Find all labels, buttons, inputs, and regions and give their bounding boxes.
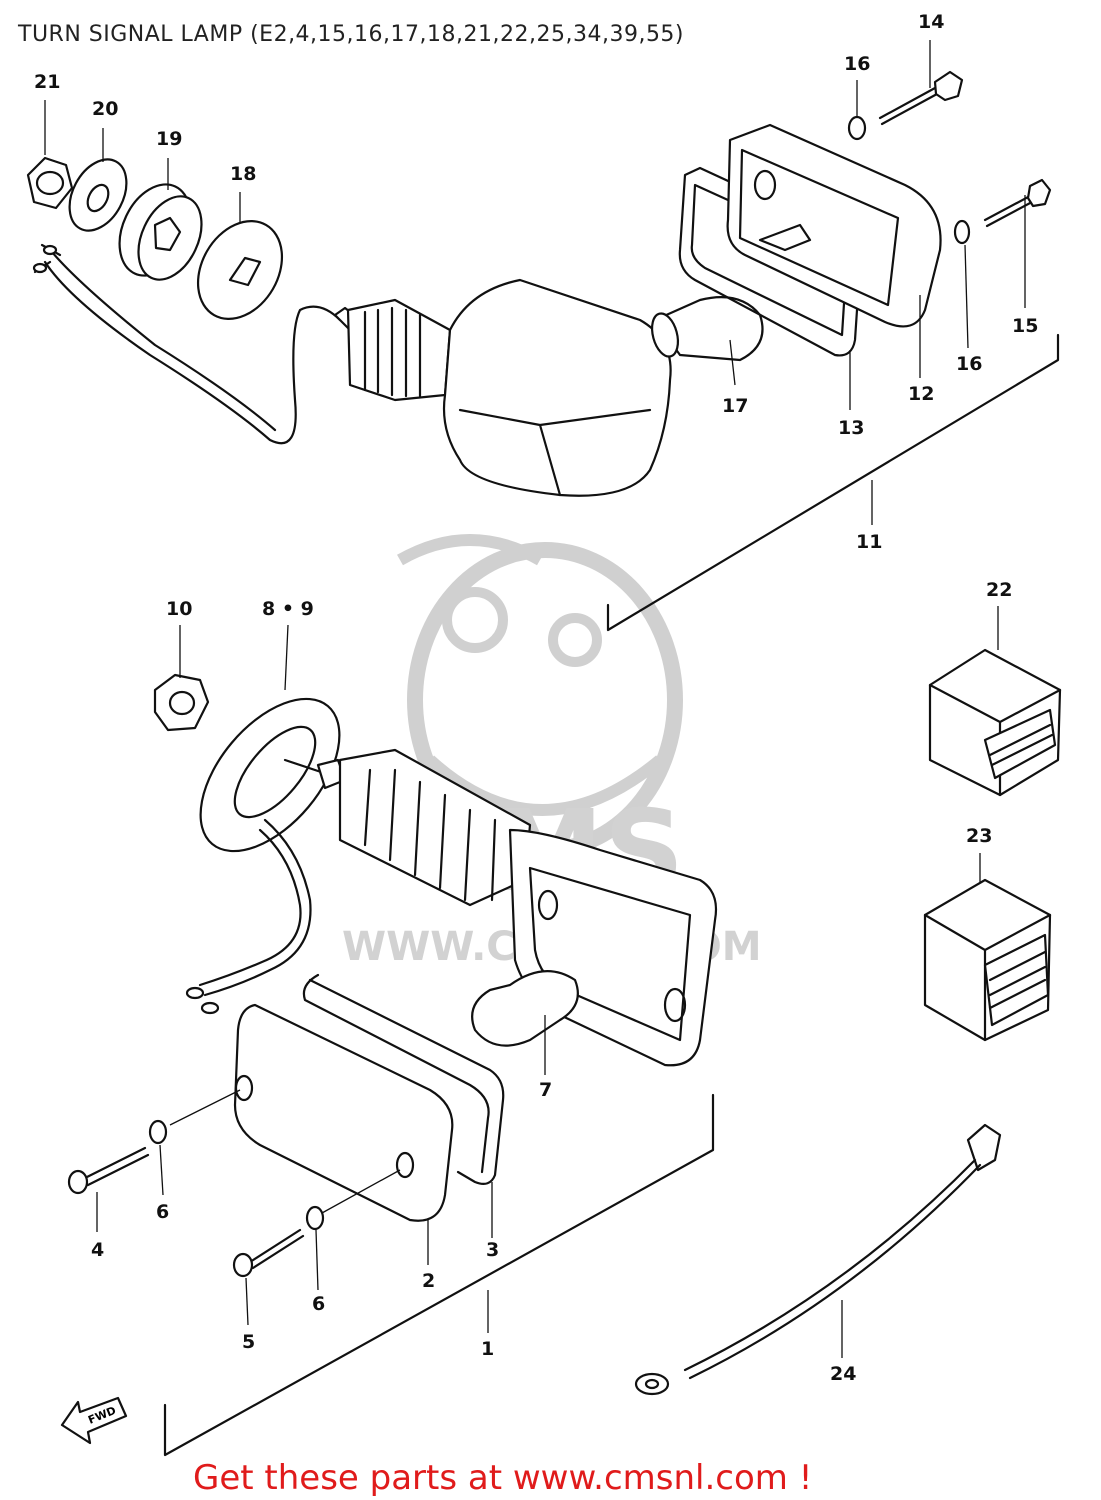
- label-13: 13: [838, 417, 864, 439]
- part-number-labels: 21 20 19 18 14 16 15 16 12 13 17 11 10 8…: [34, 11, 1038, 1385]
- upper-lamp-housing[interactable]: [333, 278, 672, 497]
- label-8-9: 8 • 9: [262, 598, 314, 620]
- part-7-bulb[interactable]: [471, 970, 579, 1047]
- part-22-relay[interactable]: [928, 648, 1062, 797]
- part-19-grommet[interactable]: [106, 173, 214, 290]
- upper-lamp-wire: [43, 260, 342, 445]
- label-7: 7: [539, 1079, 552, 1101]
- label-4: 4: [91, 1239, 104, 1261]
- assembly-11-bracket: [606, 333, 1060, 632]
- label-16-top: 16: [844, 53, 870, 75]
- part-14-screw[interactable]: [878, 70, 964, 126]
- part-12-lens[interactable]: [726, 123, 942, 328]
- part-17-bulb[interactable]: [648, 296, 764, 362]
- label-21: 21: [34, 71, 60, 93]
- label-15: 15: [1012, 315, 1038, 337]
- part-24-ground-wire[interactable]: [634, 1123, 1002, 1396]
- part-6-washer-lower[interactable]: [305, 1205, 325, 1231]
- label-17: 17: [722, 395, 748, 417]
- lower-lamp-wire: [203, 818, 312, 997]
- footer-promo-link[interactable]: Get these parts at www.cmsnl.com !: [193, 1458, 813, 1498]
- part-6-washer-upper[interactable]: [148, 1119, 168, 1145]
- label-11: 11: [856, 531, 882, 553]
- label-2: 2: [422, 1270, 435, 1292]
- label-19: 19: [156, 128, 182, 150]
- label-5: 5: [242, 1331, 255, 1353]
- part-3-gasket[interactable]: [308, 978, 505, 1185]
- part-5-screw[interactable]: [232, 1228, 305, 1278]
- label-10: 10: [166, 598, 192, 620]
- part-2-lens[interactable]: [233, 1003, 454, 1222]
- label-14: 14: [918, 11, 944, 33]
- part-23-relay[interactable]: [923, 878, 1052, 1042]
- label-1: 1: [481, 1338, 494, 1360]
- label-23: 23: [966, 825, 992, 847]
- part-20-washer[interactable]: [58, 150, 138, 241]
- label-16-side: 16: [956, 353, 982, 375]
- label-6-lower: 6: [312, 1293, 325, 1315]
- label-12: 12: [908, 383, 934, 405]
- part-10-nut[interactable]: [153, 673, 210, 732]
- part-15-screw[interactable]: [983, 178, 1052, 228]
- label-22: 22: [986, 579, 1012, 601]
- label-24: 24: [830, 1363, 856, 1385]
- lower-turn-signal-assembly: [67, 673, 718, 1457]
- part-8-9-grommet[interactable]: [174, 674, 366, 876]
- assembly-1-bracket: [163, 1093, 715, 1457]
- label-20: 20: [92, 98, 118, 120]
- label-18: 18: [230, 163, 256, 185]
- part-18-plate[interactable]: [181, 206, 299, 334]
- part-16-washer-top[interactable]: [847, 115, 867, 141]
- part-21-nut[interactable]: [26, 156, 74, 210]
- diagram-title: TURN SIGNAL LAMP (E2,4,15,16,17,18,21,22…: [18, 22, 685, 47]
- upper-turn-signal-assembly: [26, 70, 1060, 632]
- leader-lines: [44, 40, 1026, 1358]
- part-4-screw[interactable]: [67, 1146, 150, 1195]
- part-16-washer-side[interactable]: [953, 219, 971, 245]
- label-6-upper: 6: [156, 1201, 169, 1223]
- label-3: 3: [486, 1239, 499, 1261]
- forward-arrow-icon: FWD: [60, 1396, 128, 1445]
